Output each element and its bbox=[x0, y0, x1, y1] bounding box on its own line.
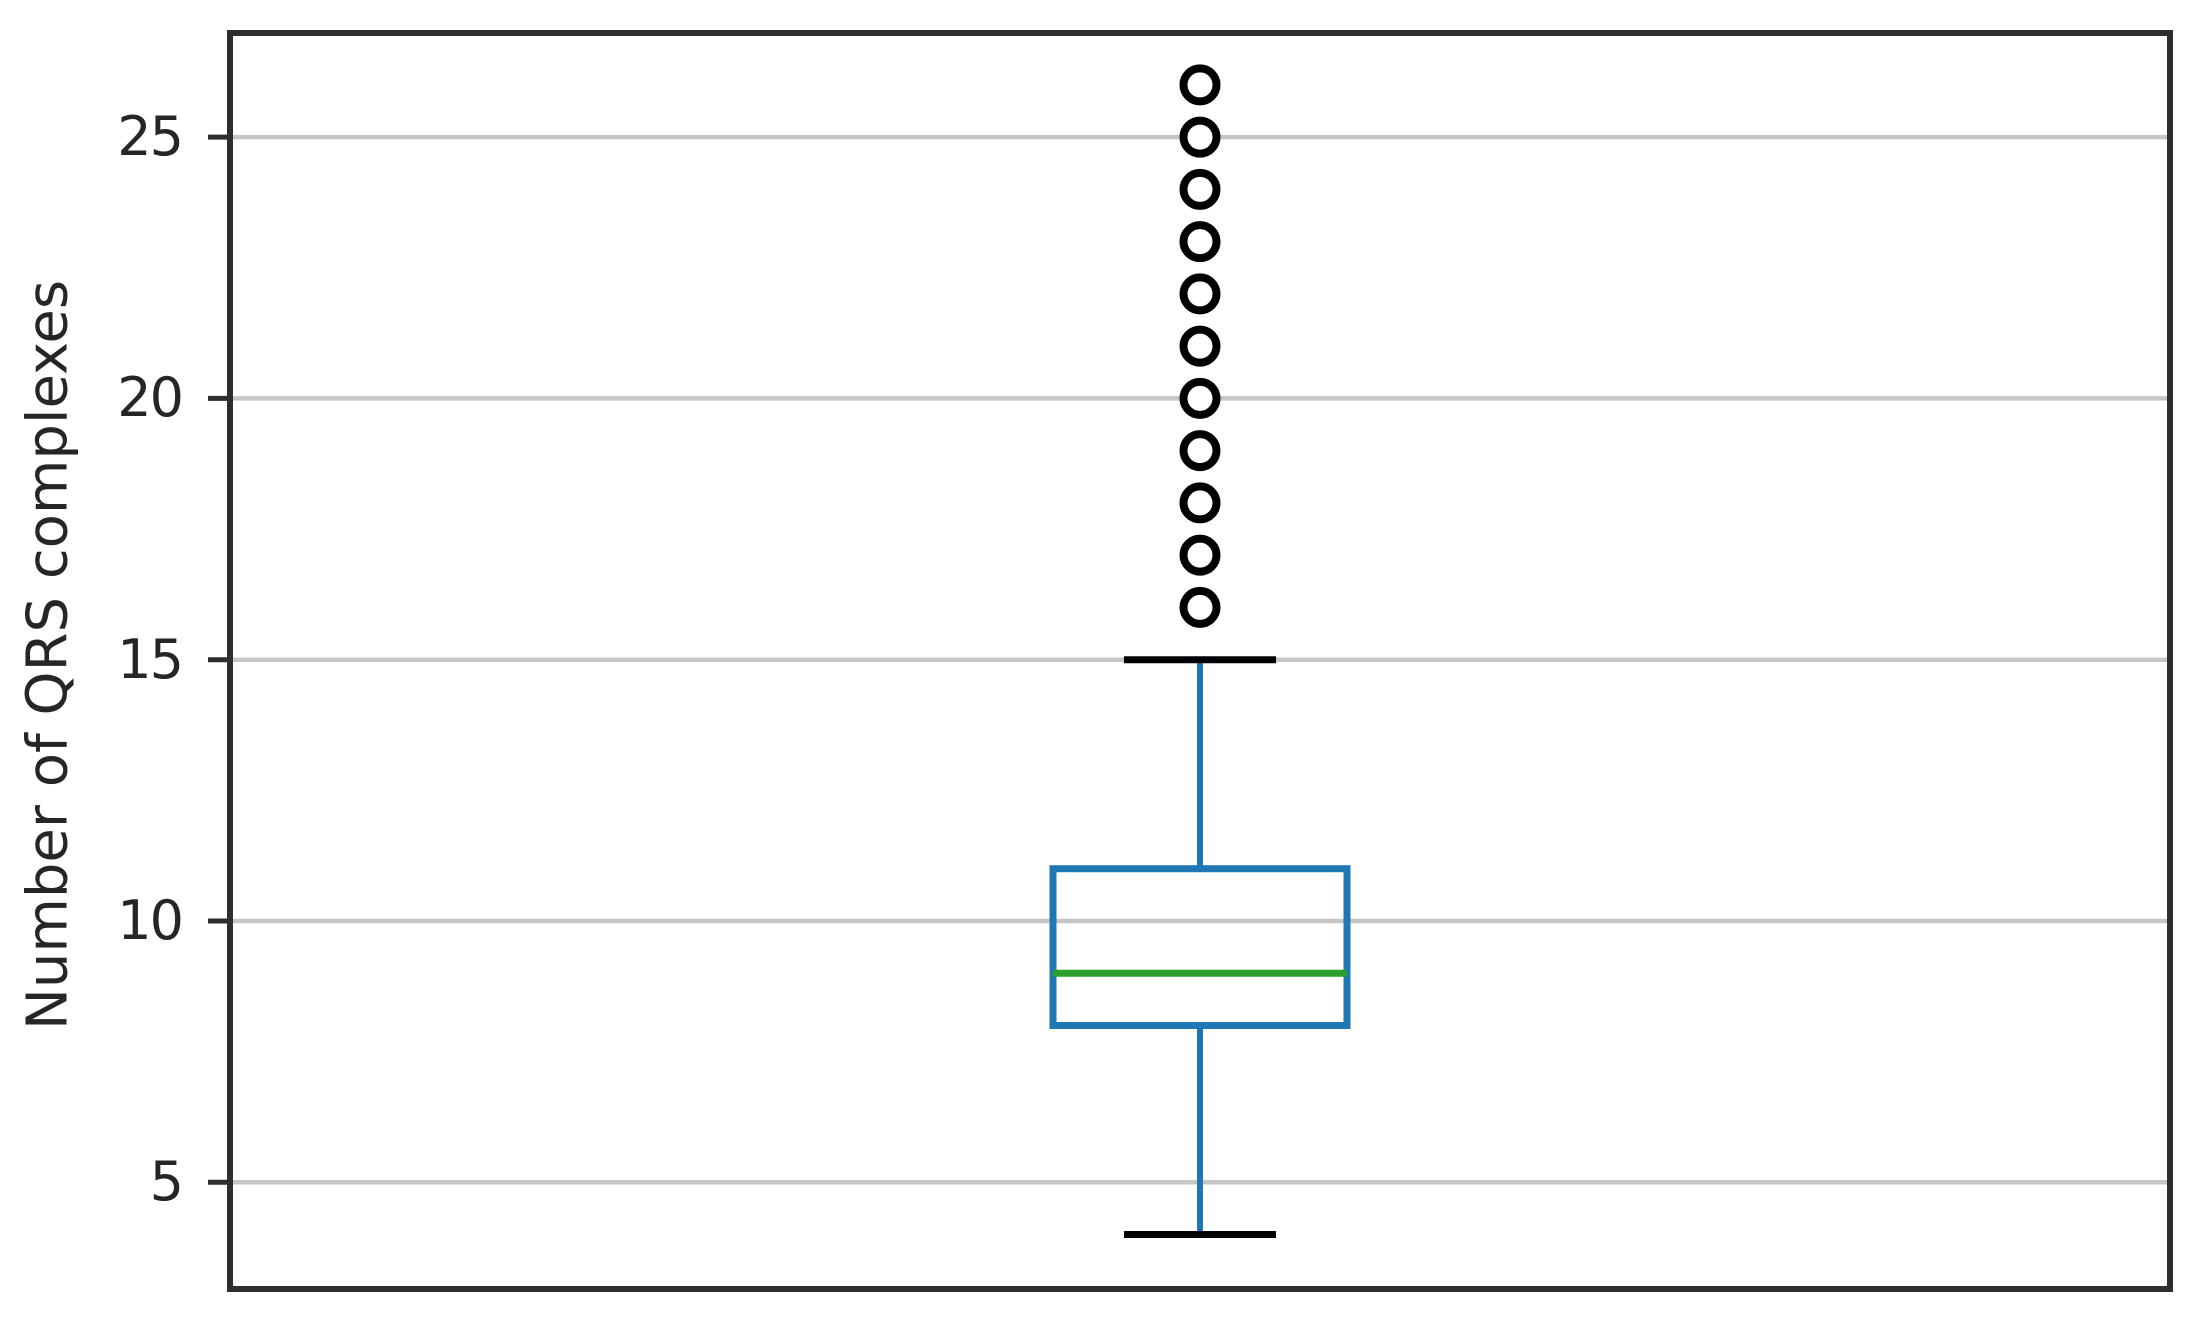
y-axis-label: Number of QRS complexes bbox=[15, 279, 81, 1031]
boxplot-svg bbox=[208, 30, 2173, 1292]
outlier-marker bbox=[1179, 377, 1221, 419]
iqr-box bbox=[1049, 865, 1351, 1029]
outlier-marker bbox=[1179, 534, 1221, 576]
outlier-marker bbox=[1179, 325, 1221, 367]
y-axis-tick-labels: 5 10 15 20 25 bbox=[0, 0, 184, 1335]
y-tick-label: 15 bbox=[117, 627, 184, 691]
outlier-marker bbox=[1179, 482, 1221, 524]
y-tick-label: 25 bbox=[117, 105, 184, 169]
outlier-marker bbox=[1179, 116, 1221, 158]
y-tick-label: 5 bbox=[149, 1150, 184, 1214]
outlier-marker bbox=[1179, 430, 1221, 472]
outlier-marker bbox=[1179, 273, 1221, 315]
outlier-marker bbox=[1179, 221, 1221, 263]
outlier-marker bbox=[1179, 64, 1221, 106]
outlier-marker bbox=[1179, 168, 1221, 210]
outlier-marker bbox=[1179, 586, 1221, 628]
axes-frame bbox=[227, 30, 2173, 1292]
y-tick-label: 20 bbox=[117, 366, 184, 430]
y-tick-label: 10 bbox=[117, 888, 184, 952]
